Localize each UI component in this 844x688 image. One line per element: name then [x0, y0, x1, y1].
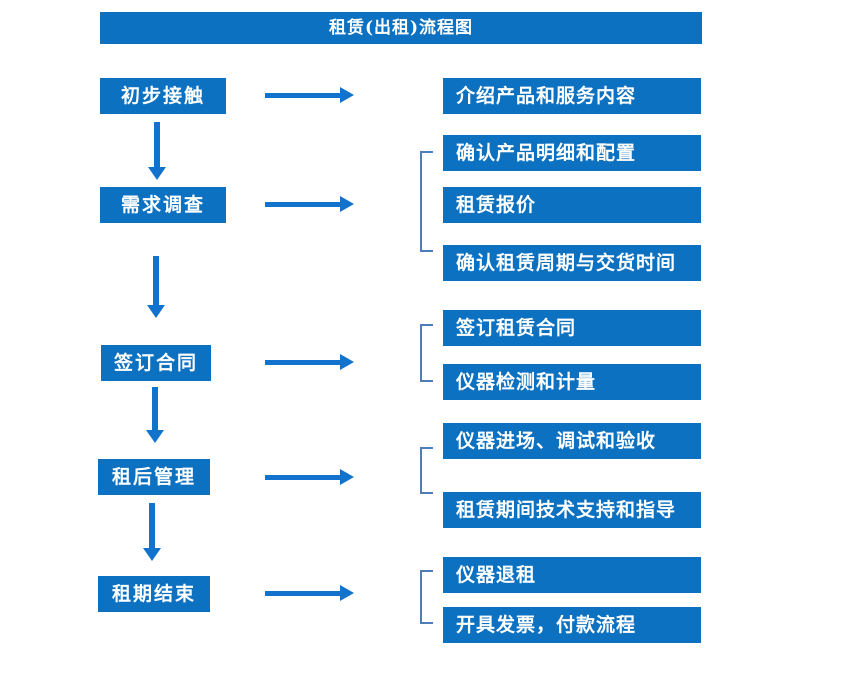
detail-box-confirm-period-delivery: 确认租赁周期与交货时间: [443, 245, 701, 281]
stage-box-rental-end: 租期结束: [98, 576, 210, 612]
stage-box-initial-contact: 初步接触: [100, 78, 226, 114]
arrow-shaft: [265, 474, 340, 480]
stage-box-demand-survey: 需求调查: [100, 187, 226, 223]
detail-box-technical-support: 租赁期间技术支持和指导: [443, 492, 701, 528]
arrow-shaft: [153, 256, 159, 305]
arrow-shaft: [265, 359, 340, 365]
stage-box-post-rental-management: 租后管理: [98, 459, 210, 495]
detail-box-rental-quotation: 租赁报价: [443, 187, 701, 223]
arrow-right-icon: [265, 196, 354, 212]
arrow-head: [340, 469, 354, 485]
group-bracket: [420, 447, 433, 494]
arrow-head: [340, 196, 354, 212]
detail-box-instrument-return: 仪器退租: [443, 557, 701, 593]
arrow-shaft: [265, 590, 340, 596]
arrow-down-icon: [143, 503, 161, 561]
arrow-right-icon: [265, 354, 354, 370]
stage-box-sign-contract: 签订合同: [101, 345, 211, 381]
detail-box-sign-rental-contract: 签订租赁合同: [443, 310, 701, 346]
arrow-head: [148, 167, 166, 180]
arrow-shaft: [154, 122, 160, 167]
arrow-down-icon: [146, 387, 164, 443]
arrow-head: [340, 87, 354, 103]
detail-box-invoice-payment: 开具发票，付款流程: [443, 607, 701, 643]
arrow-right-icon: [265, 469, 354, 485]
detail-box-instrument-arrival-acceptance: 仪器进场、调试和验收: [443, 423, 701, 459]
arrow-head: [340, 585, 354, 601]
detail-box-instrument-testing: 仪器检测和计量: [443, 364, 701, 400]
arrow-shaft: [152, 387, 158, 430]
group-bracket: [420, 570, 433, 624]
arrow-down-icon: [147, 256, 165, 318]
detail-box-introduce-products: 介绍产品和服务内容: [443, 78, 701, 114]
arrow-shaft: [149, 503, 155, 548]
arrow-head: [340, 354, 354, 370]
arrow-right-icon: [265, 585, 354, 601]
arrow-down-icon: [148, 122, 166, 180]
arrow-head: [146, 430, 164, 443]
group-bracket: [420, 324, 433, 382]
arrow-shaft: [265, 92, 340, 98]
page-title: 租赁(出租)流程图: [100, 12, 702, 44]
arrow-head: [147, 305, 165, 318]
arrow-head: [143, 548, 161, 561]
arrow-right-icon: [265, 87, 354, 103]
group-bracket: [420, 151, 433, 252]
detail-box-confirm-product-config: 确认产品明细和配置: [443, 135, 701, 171]
arrow-shaft: [265, 201, 340, 207]
